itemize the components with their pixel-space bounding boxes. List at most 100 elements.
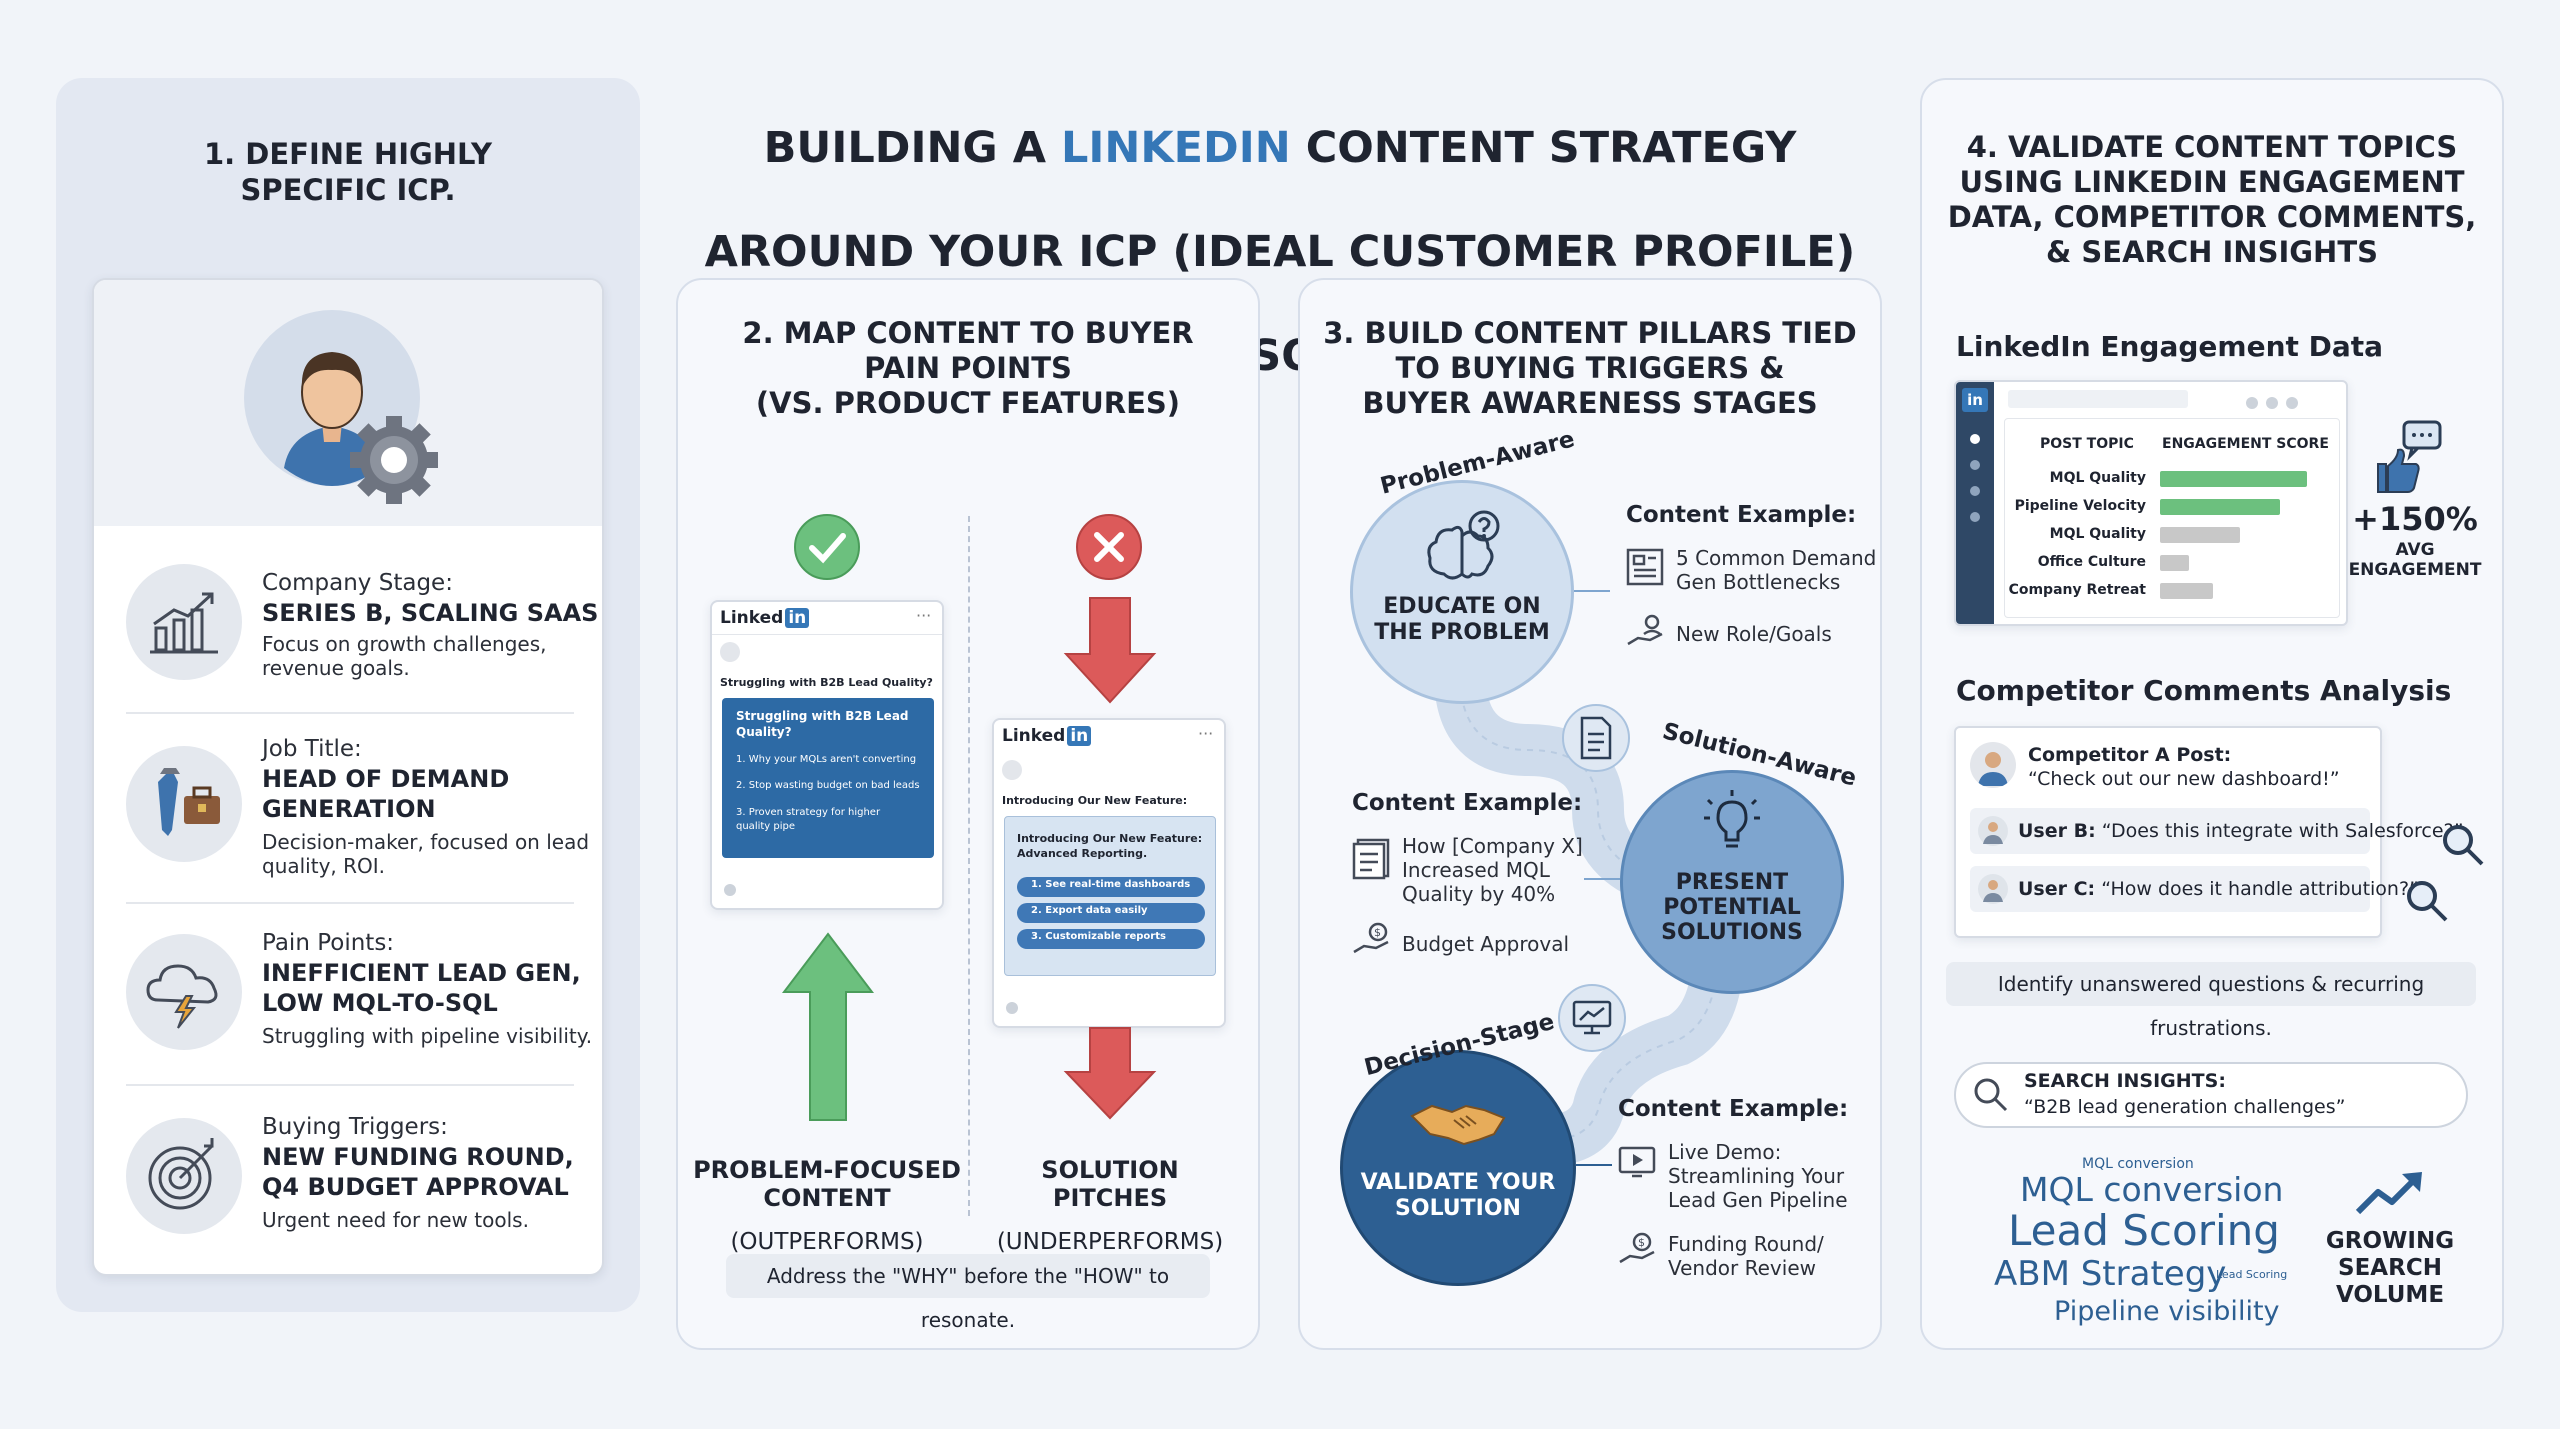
step2-footer-note: Address the "WHY" before the "HOW" to re… — [726, 1254, 1210, 1332]
icp-card: Company Stage: SERIES B, SCALING SAAS Fo… — [92, 278, 604, 1276]
column-divider — [968, 516, 970, 1216]
cloud-word: MQL conversion — [2082, 1156, 2194, 1172]
comment-text: User C: “How does it handle attribution?… — [2018, 878, 2419, 900]
trend-up-icon — [2355, 1172, 2422, 1215]
cloud-word: ABM Strategy — [1994, 1254, 2227, 1294]
example-2-item-2: Budget Approval — [1402, 932, 1570, 956]
pain-points-label: Pain Points: — [262, 930, 395, 956]
gear-icon — [350, 416, 438, 504]
engagement-row-label: Company Retreat — [2008, 582, 2146, 598]
competitor-post-text: “Check out our new dashboard!” — [2028, 768, 2340, 790]
company-stage-desc: Focus on growth challenges, revenue goal… — [262, 632, 547, 680]
monitor-node — [1558, 984, 1626, 1052]
company-stage-label: Company Stage: — [262, 570, 453, 596]
money-hand-icon: $ — [1353, 922, 1389, 954]
stage-2-text: PRESENT POTENTIAL SOLUTIONS — [1661, 870, 1803, 945]
growth-chart-icon — [126, 564, 242, 680]
buying-triggers-value: NEW FUNDING ROUND, Q4 BUDGET APPROVAL — [262, 1143, 574, 1201]
title-line-1: BUILDING A LINKEDIN CONTENT STRATEGY — [763, 123, 1797, 173]
title-accent: LINKEDIN — [1060, 123, 1291, 173]
target-icon — [126, 1118, 242, 1234]
col-header-topic: POST TOPIC — [2040, 436, 2134, 452]
search-insights-box[interactable] — [1954, 1062, 2468, 1128]
engagement-stat-label: AVG ENGAGEMENT — [2348, 540, 2482, 580]
job-title-label: Job Title: — [262, 736, 362, 762]
window-controls — [2246, 394, 2336, 409]
stage-3-text: VALIDATE YOUR SOLUTION — [1360, 1170, 1556, 1221]
more-icon: ··· — [916, 606, 932, 625]
cloud-word: Lead Scoring — [2216, 1268, 2288, 1281]
sidebar-dot — [1970, 486, 1980, 496]
sidebar-dot — [1970, 434, 1980, 444]
point: 3. Proven strategy for higher quality pi… — [736, 807, 881, 832]
word-cloud: MQL conversion MQL conversion Lead Scori… — [1956, 1150, 2336, 1327]
example-1-heading: Content Example: — [1626, 502, 1857, 528]
connector-line — [1584, 878, 1620, 880]
avatar-placeholder — [720, 642, 740, 662]
avatar-placeholder — [1002, 760, 1022, 780]
buying-triggers-desc: Urgent need for new tools. — [262, 1208, 529, 1232]
svg-text:$: $ — [1638, 1236, 1645, 1249]
post-header-line — [712, 634, 942, 635]
example-3-heading: Content Example: — [1618, 1096, 1849, 1122]
document-node — [1562, 704, 1630, 772]
search-query: “B2B lead generation challenges” — [2024, 1096, 2346, 1118]
thumbs-up-comment-icon — [2377, 420, 2442, 493]
red-arrow-down-icon — [1063, 597, 1157, 704]
example-1-item-1: 5 Common Demand Gen Bottlenecks — [1676, 546, 1877, 594]
post-content-box: Introducing Our New Feature: Advanced Re… — [1004, 816, 1216, 976]
more-icon: ··· — [1198, 724, 1214, 743]
connector-line — [1574, 590, 1610, 592]
engagement-row-label: Pipeline Velocity — [2014, 498, 2146, 514]
example-3-item-2: Funding Round/ Vendor Review — [1668, 1232, 1824, 1280]
stage-decision — [1340, 1050, 1576, 1286]
sidebar-dot — [1970, 512, 1980, 522]
hand-person-icon — [1627, 614, 1663, 646]
magnifier-icon — [2407, 881, 2448, 922]
stage-problem-aware — [1350, 480, 1574, 704]
point: 2. Stop wasting budget on bad leads — [736, 780, 920, 791]
dashboard-sidebar — [1956, 382, 1994, 624]
competitor-post-card: Competitor A Post: “Check out our new da… — [1954, 726, 2463, 938]
monitor-chart-icon — [1572, 1000, 1612, 1035]
company-stage-value: SERIES B, SCALING SAAS — [262, 599, 599, 627]
engagement-row-label: MQL Quality — [2049, 526, 2146, 542]
engagement-bar — [2160, 471, 2307, 487]
buying-triggers-label: Buying Triggers: — [262, 1114, 448, 1140]
handshake-icon — [1410, 1104, 1506, 1146]
red-arrow-down-icon — [1063, 1027, 1157, 1120]
funding-hand-icon: $ — [1619, 1232, 1655, 1264]
post-footer-dot — [1006, 1002, 1018, 1014]
box-title: Introducing Our New Feature: Advanced Re… — [1017, 832, 1203, 860]
divider — [126, 712, 574, 714]
stage-solution-aware — [1620, 770, 1844, 994]
example-1-item-2: New Role/Goals — [1676, 622, 1832, 646]
example-2-item-1: How [Company X] Increased MQL Quality by… — [1402, 834, 1583, 906]
persona-avatar-icon — [244, 310, 438, 504]
search-insights-label: SEARCH INSIGHTS: — [2024, 1070, 2226, 1092]
lightbulb-icon — [1704, 790, 1760, 848]
example-3-item-1: Live Demo: Streamlining Your Lead Gen Pi… — [1668, 1140, 1848, 1212]
avatar — [1978, 874, 2008, 904]
stage-1-text: EDUCATE ON THE PROBLEM — [1374, 594, 1550, 645]
job-title-value: HEAD OF DEMAND GENERATION — [262, 765, 510, 823]
competitor-post-label: Competitor A Post: — [2028, 744, 2232, 766]
divider — [126, 902, 574, 904]
step4-panel — [1920, 78, 2504, 1350]
point: 1. Why your MQLs aren't converting — [736, 754, 917, 765]
dashboard-search-bar[interactable] — [2008, 390, 2188, 408]
case-study-icon — [1352, 838, 1390, 880]
table-panel — [2004, 418, 2340, 618]
avatar — [1970, 742, 2016, 788]
col-header-score: ENGAGEMENT SCORE — [2162, 436, 2329, 452]
pain-points-desc: Struggling with pipeline visibility. — [262, 1024, 593, 1048]
feature-pill: 3. Customizable reports — [1017, 929, 1205, 949]
brain-question-icon — [1427, 510, 1500, 580]
engagement-dashboard: in POST TOPIC ENGAGEMENT SCORE MQL Quali… — [1954, 380, 2348, 626]
search-icon — [1974, 1078, 2008, 1112]
engagement-bar — [2160, 555, 2189, 571]
box-title: Struggling with B2B Lead Quality? — [736, 709, 909, 739]
x-icon — [1076, 514, 1142, 580]
sidebar-dot — [1970, 460, 1980, 470]
